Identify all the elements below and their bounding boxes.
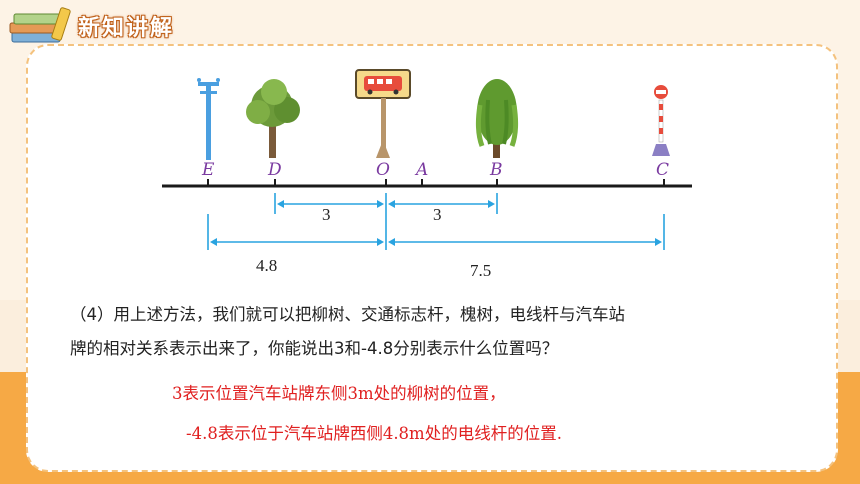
point-label-o: O bbox=[376, 160, 390, 180]
tree-icon bbox=[246, 79, 300, 158]
point-label-d: D bbox=[268, 160, 282, 180]
point-label-c: C bbox=[656, 160, 670, 180]
point-label-a: A bbox=[416, 160, 429, 180]
answer-line-2: -4.8表示位于汽车站牌西侧4.8m处的电线杆的位置. bbox=[186, 424, 562, 443]
traffic-sign-pole-icon bbox=[652, 83, 670, 156]
content-card bbox=[26, 44, 838, 472]
distance-label-d-o: 3 bbox=[322, 205, 331, 224]
bus-stop-sign-icon bbox=[355, 69, 411, 158]
distance-label-o-c: 7.5 bbox=[470, 261, 492, 280]
question-text: （4）用上述方法，我们就可以把柳树、交通标志杆，槐树，电线杆与汽车站 牌的相对关… bbox=[70, 298, 810, 366]
question-line-1: （4）用上述方法，我们就可以把柳树、交通标志杆，槐树，电线杆与汽车站 bbox=[70, 305, 625, 324]
distance-label-o-b: 3 bbox=[433, 205, 442, 224]
page-title: 新知讲解 bbox=[78, 16, 175, 41]
books-icon bbox=[9, 7, 71, 43]
utility-pole-icon bbox=[197, 78, 220, 160]
question-line-2: 牌的相对关系表示出来了，你能说出3和-4.8分别表示什么位置吗？ bbox=[70, 339, 559, 358]
point-label-b: B bbox=[490, 160, 503, 180]
number-line-diagram bbox=[162, 69, 692, 250]
point-label-e: E bbox=[202, 160, 215, 180]
distance-label-e-o: 4.8 bbox=[256, 256, 278, 275]
answer-line-1: 3表示位置汽车站牌东侧3m处的柳树的位置， bbox=[172, 384, 506, 403]
willow-tree-icon bbox=[475, 79, 519, 158]
